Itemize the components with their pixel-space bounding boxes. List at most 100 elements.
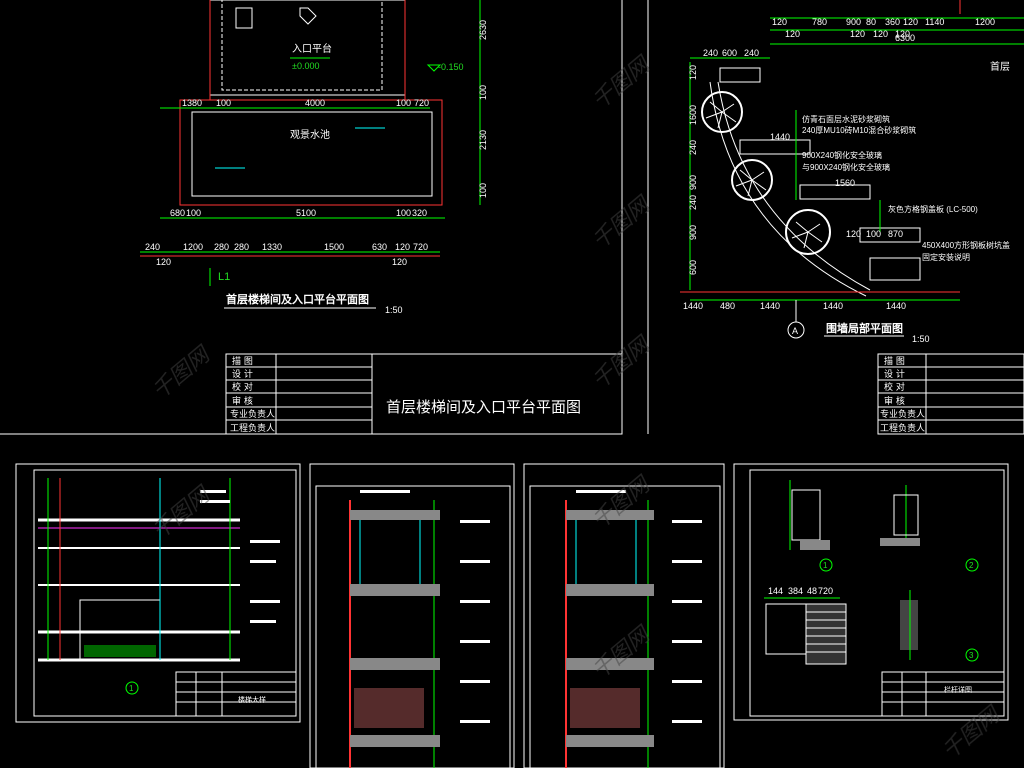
dim-text: 100 (216, 98, 231, 108)
bottom-sheet-section-a (309, 463, 515, 768)
dim-text: 720 (414, 98, 429, 108)
dim-text: 1200 (183, 242, 203, 252)
title-block-frame (881, 671, 1005, 717)
marker-num: 3 (969, 651, 974, 660)
dim-text: 240 (703, 48, 718, 58)
dim-text: 120 (395, 242, 410, 252)
tb-row-label: 校 对 (232, 381, 253, 393)
vdim-text: 100 (478, 85, 488, 100)
curved-wall (717, 81, 871, 291)
dim-text: 240 (744, 48, 759, 58)
note-text: 900X240钢化安全玻璃 (802, 150, 882, 160)
vdim-text: 2630 (478, 20, 488, 40)
sheet-frame (733, 463, 1009, 721)
level-marker-icon (426, 64, 442, 72)
dim-text: 680 (170, 208, 185, 218)
tb-row-label: 审 核 (232, 395, 253, 407)
dim-text: 720 (818, 586, 833, 596)
dim-text: 280 (214, 242, 229, 252)
dim-text: 384 (788, 586, 803, 596)
tb-row-label: 设 计 (232, 368, 253, 380)
scale-label: 1:50 (912, 334, 930, 344)
right-level-label: -0.150 (438, 62, 464, 72)
vdim-text: 900 (688, 175, 698, 190)
watermark-text: 千图网 (588, 471, 657, 535)
dim-text: 1440 (683, 301, 703, 311)
watermark-text: 千图网 (148, 341, 217, 405)
note-text: 240厚MU10砖M10混合砂浆砌筑 (802, 125, 916, 135)
dim-text: 120 (392, 257, 407, 267)
dim-text: 120 (772, 17, 787, 27)
title-block-frame (225, 353, 623, 435)
dim-text: 120 (850, 29, 865, 39)
dim-text: 1440 (760, 301, 780, 311)
bottom-sheet-railing-detail: 1 2 144 384 48 720 3 栏杆详图 (733, 463, 1009, 721)
dim-text: 120 (156, 257, 171, 267)
corner-label: 首层 (990, 60, 1010, 73)
drawing-title: 首层楼梯间及入口平台平面图 (226, 292, 369, 306)
sheet-title: 楼梯大样 (238, 695, 266, 704)
dim-text: 1500 (324, 242, 344, 252)
note-text: 灰色方格钢盖板 (LC-500) (888, 204, 978, 214)
detail-marker (125, 681, 139, 695)
vdim-text: 120 (688, 65, 698, 80)
axis-label: L1 (218, 271, 230, 283)
dim-text: 280 (234, 242, 249, 252)
curved-wall (709, 81, 867, 297)
title-block: 描 图 设 计 校 对 审 核 专业负责人 工程负责人 首层楼梯间及入口平台平面… (225, 353, 623, 435)
entrance-level-label: ±0.000 (292, 61, 319, 71)
tb-row-label: 专业负责人 (880, 408, 925, 420)
step-outline (719, 67, 921, 281)
dim-text: 100 (186, 208, 201, 218)
vdim-text: 600 (688, 260, 698, 275)
dim-text: 120 (846, 229, 861, 239)
dim-text: 100 (396, 208, 411, 218)
ornament-shape (235, 7, 317, 29)
sheet-frame (15, 463, 301, 723)
dim-text: 240 (145, 242, 160, 252)
sheet-inner-frame (33, 469, 297, 717)
vdim-text: 900 (688, 225, 698, 240)
vdim-text: 100 (478, 183, 488, 198)
tb-row-label: 审 核 (884, 395, 905, 407)
marker-num: 1 (129, 684, 134, 693)
dim-text: 100 (396, 98, 411, 108)
bottom-sheet-section-b (523, 463, 725, 768)
sheet-inner-frame (529, 485, 721, 768)
dim-text: 480 (720, 301, 735, 311)
marker-num: 1 (823, 561, 828, 570)
tb-row-label: 设 计 (884, 368, 905, 380)
tree-symbol (785, 209, 831, 255)
entrance-platform-label: 入口平台 (292, 42, 332, 55)
dim-text: 100 (866, 229, 881, 239)
vdim-text: 1600 (688, 105, 698, 125)
dim-text: 1440 (823, 301, 843, 311)
dim-text: 630 (372, 242, 387, 252)
dim-text: 120 (903, 17, 918, 27)
dim-text: 1440 (770, 132, 790, 142)
dim-text: 1200 (975, 17, 995, 27)
watermark-text: 千图网 (588, 621, 657, 685)
title-block-name: 首层楼梯间及入口平台平面图 (386, 398, 581, 416)
sheet-title: 栏杆详图 (944, 685, 972, 694)
sheet-inner-frame (749, 469, 1005, 717)
tree-symbol (701, 91, 743, 133)
pool-label: 观景水池 (290, 128, 330, 141)
dim-text: 900 (846, 17, 861, 27)
dim-text: 80 (866, 17, 876, 27)
axis-bubble (787, 321, 805, 339)
dim-text: 4000 (305, 98, 325, 108)
tree-symbol (731, 159, 773, 201)
note-text: 450X400方形钢板树坑盖 (922, 240, 1010, 250)
dim-text: 600 (722, 48, 737, 58)
detail-marker (965, 648, 979, 662)
sheet-frame (523, 463, 725, 768)
drawing-title: 围墙局部平面图 (826, 321, 903, 335)
pool-red-outline (179, 99, 443, 206)
title-block: 描 图 设 计 校 对 审 核 专业负责人 工程负责人 (877, 353, 1024, 435)
title-block-frame (877, 353, 1024, 435)
tb-row-label: 校 对 (884, 381, 905, 393)
pool-outline (191, 111, 433, 197)
dim-text: 48 (807, 586, 817, 596)
